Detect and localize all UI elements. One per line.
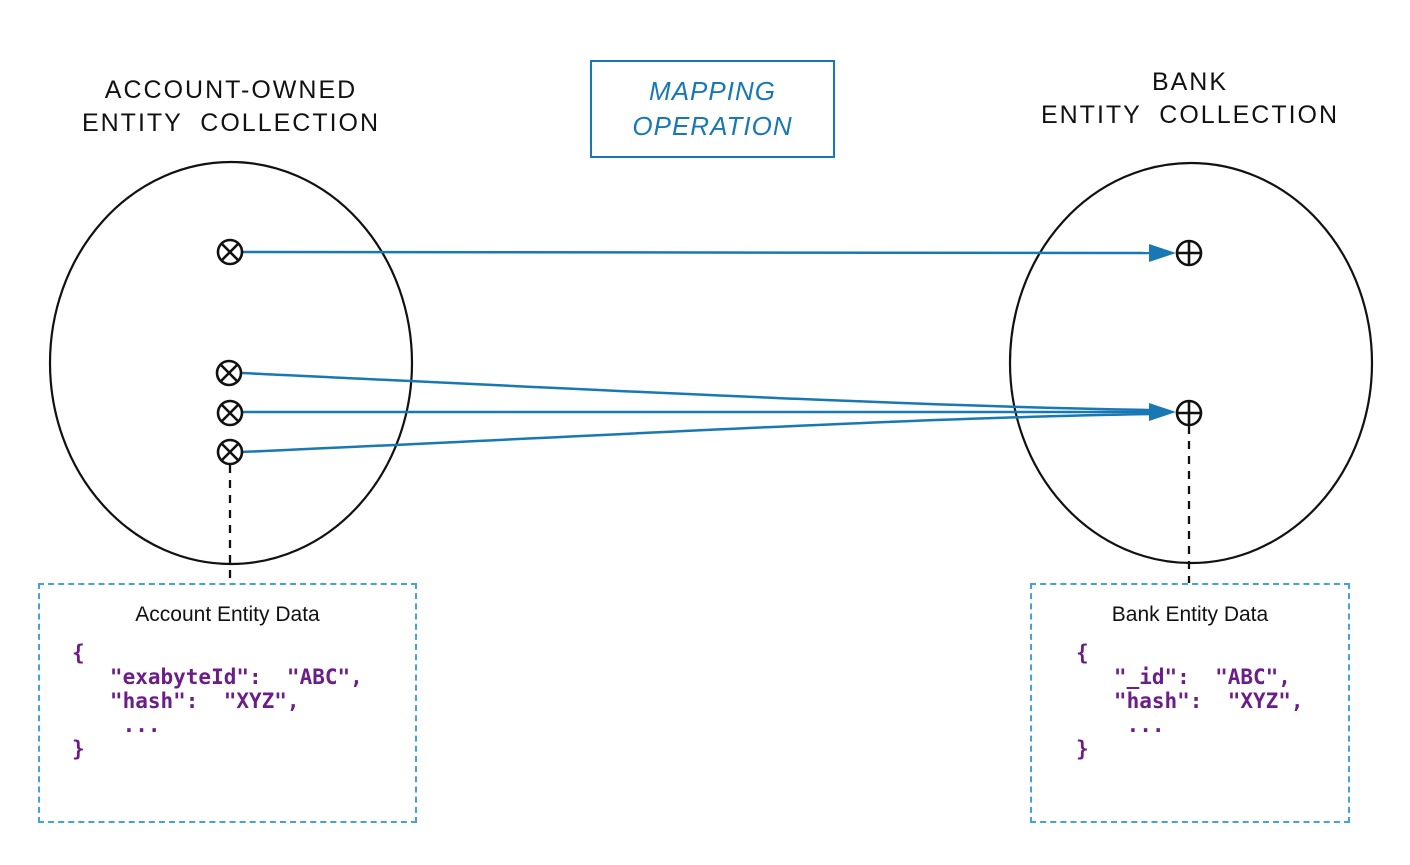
circle-plus-icon bbox=[1175, 239, 1203, 267]
account-entity-json: { "exabyteId": "ABC", "hash": "XYZ", ...… bbox=[72, 641, 415, 761]
bank-collection-title-line1: BANK bbox=[1151, 68, 1229, 96]
code-line: "_id": "ABC", bbox=[1076, 665, 1291, 689]
account-collection-title: ACCOUNT-OWNED ENTITY COLLECTION bbox=[41, 74, 421, 140]
account-entity-points bbox=[215, 238, 244, 466]
code-line: ... bbox=[72, 713, 161, 737]
bank-entity-data-box: Bank Entity Data { "_id": "ABC", "hash":… bbox=[1030, 583, 1350, 823]
circle-x-icon bbox=[216, 438, 244, 466]
bank-collection-title: BANK ENTITY COLLECTION bbox=[1000, 66, 1380, 132]
mapping-arrows bbox=[241, 250, 1152, 454]
account-collection-title-line1: ACCOUNT-OWNED bbox=[104, 76, 358, 104]
account-entity-data-title: Account Entity Data bbox=[135, 603, 320, 626]
bank-collection-title-line2: ENTITY COLLECTION bbox=[1040, 101, 1340, 129]
mapping-arrow-line-1 bbox=[242, 250, 1151, 255]
circle-x-icon bbox=[215, 359, 243, 387]
account-collection-title-line2: ENTITY COLLECTION bbox=[81, 109, 381, 137]
bank-collection-ellipse bbox=[1008, 161, 1374, 565]
bank-entity-points bbox=[1175, 239, 1203, 427]
circle-plus-icon bbox=[1175, 399, 1203, 427]
mapping-arrow-line-4 bbox=[241, 412, 1152, 454]
code-line: "exabyteId": "ABC", bbox=[72, 665, 363, 689]
code-line: } bbox=[72, 737, 85, 761]
account-collection-ellipse bbox=[48, 160, 414, 566]
bank-entity-json: { "_id": "ABC", "hash": "XYZ", ... } bbox=[1076, 641, 1348, 761]
mapping-operation-label-line2: OPERATION bbox=[632, 111, 793, 141]
circle-x-icon bbox=[216, 238, 244, 266]
code-line: "hash": "XYZ", bbox=[1076, 689, 1304, 713]
code-line: { bbox=[72, 641, 85, 665]
code-line: "hash": "XYZ", bbox=[72, 689, 300, 713]
code-line: { bbox=[1076, 641, 1089, 665]
mapping-operation-box: MAPPING OPERATION bbox=[590, 60, 835, 158]
code-line: } bbox=[1076, 737, 1089, 761]
bank-entity-data-title: Bank Entity Data bbox=[1111, 603, 1269, 626]
circle-x-icon bbox=[216, 399, 244, 427]
mapping-operation-label-line1: MAPPING bbox=[649, 76, 776, 106]
mapping-arrow-line-2 bbox=[241, 371, 1152, 412]
account-entity-data-box: Account Entity Data { "exabyteId": "ABC"… bbox=[38, 583, 417, 823]
arrowhead-icon bbox=[1149, 403, 1176, 421]
arrowhead-icon bbox=[1149, 244, 1176, 262]
code-line: ... bbox=[1076, 713, 1165, 737]
